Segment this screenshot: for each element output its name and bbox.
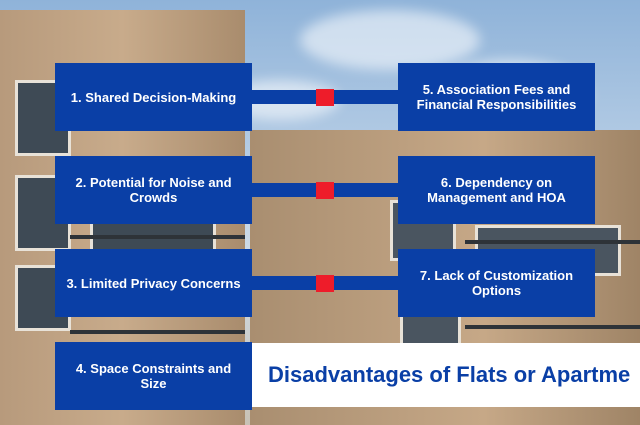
connector-marker: [316, 89, 334, 106]
disadvantage-item-5: 5. Association Fees and Financial Respon…: [398, 63, 595, 131]
disadvantage-item-3: 3. Limited Privacy Concerns: [55, 249, 252, 317]
balcony: [70, 235, 245, 239]
connector-marker: [316, 182, 334, 199]
page-title: Disadvantages of Flats or Apartme: [268, 362, 631, 387]
balcony: [465, 325, 640, 329]
connector-marker: [316, 275, 334, 292]
disadvantage-item-7: 7. Lack of Customization Options: [398, 249, 595, 317]
disadvantage-item-1: 1. Shared Decision-Making: [55, 63, 252, 131]
title-banner: Disadvantages of Flats or Apartme: [252, 343, 640, 407]
disadvantage-item-6: 6. Dependency on Management and HOA: [398, 156, 595, 224]
cloud: [300, 10, 480, 70]
disadvantage-item-2: 2. Potential for Noise and Crowds: [55, 156, 252, 224]
balcony: [465, 240, 640, 244]
disadvantage-item-4: 4. Space Constraints and Size: [55, 342, 252, 410]
balcony: [70, 330, 245, 334]
